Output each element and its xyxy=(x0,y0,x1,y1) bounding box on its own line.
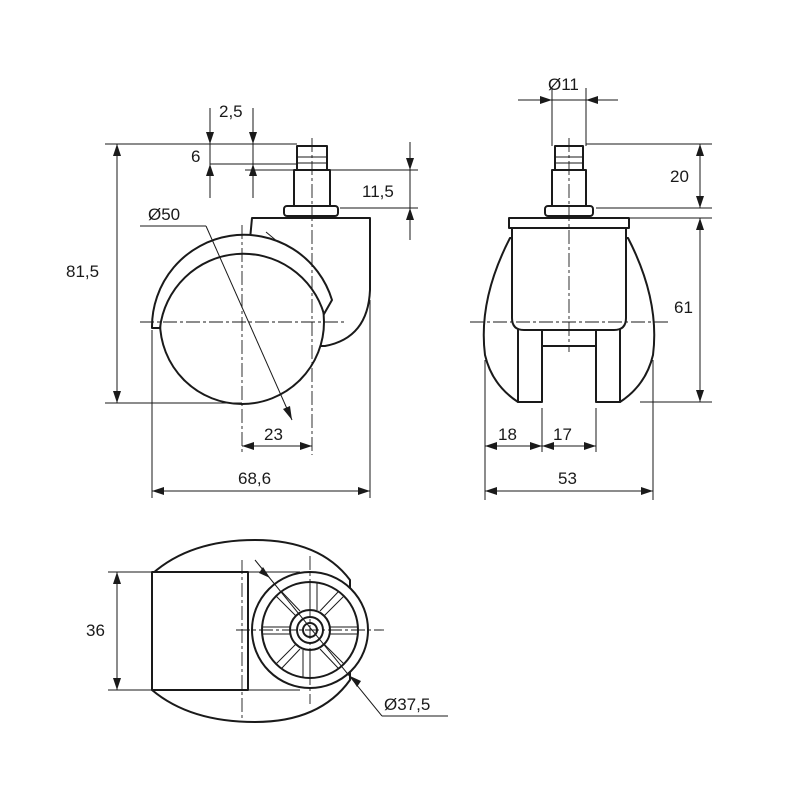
dim-base-width-label: 36 xyxy=(86,621,105,640)
front-wheel-right xyxy=(619,237,656,403)
dim-stem-length-label: 11,5 xyxy=(362,182,394,201)
front-fork-leg-right xyxy=(595,319,621,403)
dim-body-height-label: 61 xyxy=(674,298,693,317)
dim-axle-offset-label: 23 xyxy=(264,425,283,444)
dim-total-length-label: 68,6 xyxy=(238,469,271,488)
side-view-dimensions: 81,5 2,5 6 11,5 Ø50 23 xyxy=(66,102,418,498)
front-fork-leg-left xyxy=(517,319,543,403)
front-view-dimensions: Ø11 20 61 18 17 53 xyxy=(484,75,712,500)
dim-total-height-label: 81,5 xyxy=(66,262,99,281)
dim-wheel-width-left-label: 18 xyxy=(498,425,517,444)
dim-total-width-label: 53 xyxy=(558,469,577,488)
top-view xyxy=(151,539,384,723)
dim-wheel-diameter-label: Ø50 xyxy=(148,205,180,224)
side-view xyxy=(140,138,371,455)
side-wheel-hood xyxy=(150,233,333,329)
dim-hub-diameter-label: Ø37,5 xyxy=(384,695,430,714)
dim-stem-diameter-label: Ø11 xyxy=(548,75,579,94)
front-view xyxy=(470,138,668,403)
top-housing xyxy=(151,571,249,691)
side-hood-mark xyxy=(265,231,279,243)
dim-gap-width-label: 17 xyxy=(553,425,572,444)
dim-stem-groove-label: 6 xyxy=(191,147,200,166)
front-wheel-left xyxy=(482,237,519,403)
dim-top-height-label: 20 xyxy=(670,167,689,186)
side-stem-plate xyxy=(283,205,339,217)
top-view-dimensions: 36 Ø37,5 xyxy=(86,559,448,717)
dim-stem-collar-label: 2,5 xyxy=(219,102,243,121)
